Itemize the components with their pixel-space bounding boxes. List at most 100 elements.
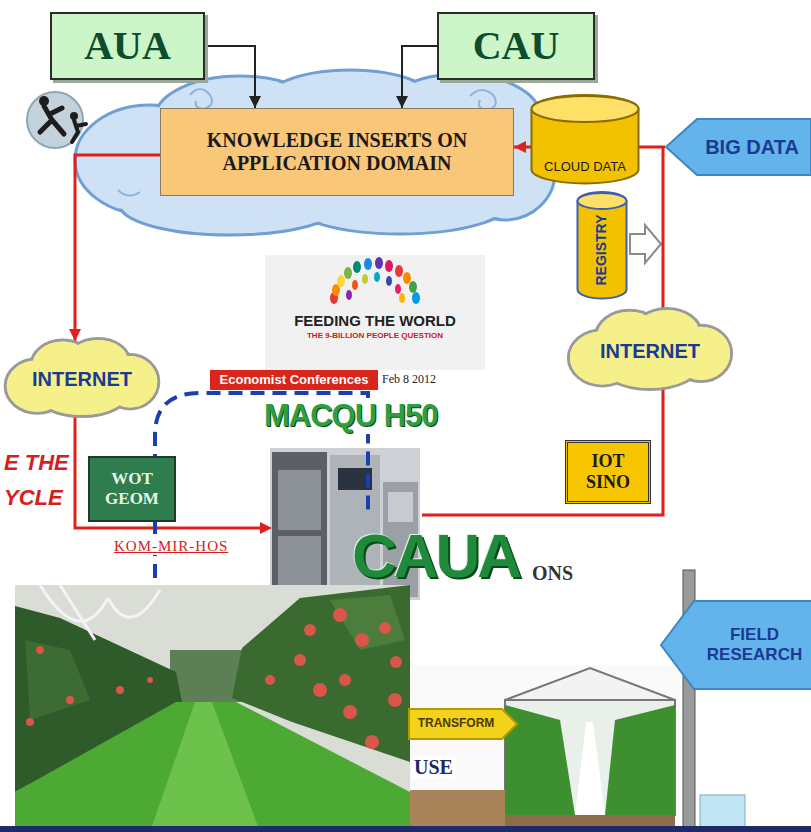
- arrow-outline: [409, 709, 517, 739]
- machine-photo: [388, 492, 413, 522]
- orchard-photo: [15, 585, 410, 832]
- feeding-the-world-logo: [364, 258, 372, 270]
- arrowhead: [69, 329, 81, 341]
- logo-title: FEEDING THE WORLD: [270, 312, 480, 329]
- orchard-photo: [313, 683, 327, 697]
- org-box: AUA: [50, 12, 205, 80]
- feeding-the-world-logo: [395, 265, 403, 277]
- registry-arrow: [630, 225, 661, 263]
- link-label: KOM-MIR-HOS: [112, 538, 230, 555]
- registry-arrow: [630, 225, 661, 263]
- orchard-photo: [294, 654, 306, 666]
- greenhouse-photo: [505, 668, 675, 700]
- feeding-the-world-logo: [395, 284, 401, 294]
- feeding-the-world-logo: [412, 292, 420, 304]
- knowledge-cloud: [75, 70, 555, 235]
- knowledge-cloud: [77, 72, 553, 233]
- orchard-photo: [116, 686, 124, 694]
- orchard-photo: [15, 585, 410, 832]
- knowledge-cloud: [190, 89, 212, 109]
- conference-banner: Economist Conferences: [210, 370, 378, 390]
- node-text: REGISTRY: [594, 214, 610, 285]
- cylinder-body: [532, 95, 639, 183]
- database-cylinder: CLOUD DATA: [530, 95, 640, 185]
- input-arrow: BIG DATA: [665, 118, 811, 176]
- cylinder-body: [578, 192, 627, 299]
- feeding-the-world-logo: [265, 255, 485, 370]
- knowledge-cloud: [75, 70, 555, 235]
- greenhouse-photo: [575, 722, 605, 815]
- arrowhead: [249, 96, 261, 108]
- greenhouse-photo: [410, 790, 505, 832]
- feeding-the-world-logo: [346, 290, 352, 300]
- date-note: Feb 8 2012: [380, 372, 438, 387]
- brand-fragment: ONS: [530, 562, 575, 585]
- greenhouse-photo: [410, 665, 680, 832]
- arrowhead: [396, 96, 408, 108]
- node-text: TRANSFORM: [418, 717, 495, 731]
- orchard-photo: [26, 718, 34, 726]
- connector-line: [205, 46, 255, 108]
- orchard-photo: [36, 646, 44, 654]
- orchard-photo: [304, 624, 316, 636]
- node-text: Economist Conferences: [220, 373, 369, 388]
- arrow-outline: [666, 119, 811, 175]
- transform-arrow: TRANSFORM: [408, 708, 518, 740]
- feeding-the-world-logo: [337, 275, 345, 287]
- tag-box: WOT GEOM: [88, 456, 176, 522]
- orchard-photo: [343, 705, 357, 719]
- tag-box: IOT SINO: [565, 440, 651, 504]
- orchard-photo: [66, 696, 74, 704]
- orchard-photo: [339, 674, 351, 686]
- knowledge-cloud: [470, 90, 496, 110]
- orchard-photo: [25, 640, 90, 720]
- process-box: KNOWLEDGE INSERTS ON APPLICATION DOMAIN: [160, 108, 514, 196]
- knowledge-cloud: [118, 190, 140, 196]
- globe-runner-icon: [27, 92, 86, 148]
- node-text: IOT SINO: [572, 451, 644, 492]
- orchard-photo: [147, 677, 153, 683]
- node-text: FIELD RESEARCH: [696, 625, 811, 664]
- node-text: CLOUD DATA: [544, 160, 626, 175]
- orchard-photo: [390, 656, 402, 668]
- orchard-photo: [150, 702, 260, 832]
- orchard-photo: [330, 595, 405, 650]
- connector: [396, 46, 437, 108]
- brand-name: CAUA: [352, 520, 519, 591]
- node-text: INTERNET: [32, 368, 132, 391]
- product-name: MACQU H50: [262, 398, 440, 434]
- feeding-the-world-logo: [330, 257, 420, 304]
- orchard-photo: [355, 633, 369, 647]
- arrowhead: [514, 141, 526, 153]
- orchard-photo: [40, 585, 160, 640]
- cloud-fill: [592, 328, 708, 370]
- feeding-the-world-logo: [409, 281, 417, 293]
- org-box: CAU: [437, 12, 595, 80]
- feeding-the-world-logo: [385, 260, 393, 272]
- greenhouse-photo: [505, 700, 675, 815]
- globe-runner-icon: [40, 106, 64, 134]
- machine-photo: [278, 470, 321, 530]
- connector-line: [75, 155, 160, 341]
- bottom-rule: [0, 826, 811, 832]
- cylinder-top: [532, 96, 639, 122]
- machine-photo: [278, 536, 321, 592]
- orchard-photo: [333, 608, 347, 622]
- node-text: CAU: [473, 23, 560, 69]
- node-text: BIG DATA: [705, 136, 799, 159]
- orchard-photo: [388, 693, 402, 707]
- logo-subtitle: THE 9-BILLION PEOPLE QUESTION: [270, 331, 480, 340]
- feeding-the-world-logo: [375, 257, 383, 269]
- machine-photo: [272, 452, 327, 598]
- cloud-fill: [28, 357, 137, 398]
- greenhouse-photo: [410, 665, 680, 832]
- node-text: AUA: [84, 23, 171, 69]
- registry-cylinder: REGISTRY: [576, 192, 628, 300]
- connector-line: [402, 46, 437, 108]
- feeding-the-world-logo: [265, 255, 485, 370]
- feeding-the-world-logo: [403, 272, 411, 284]
- feeding-the-world-logo: [399, 293, 405, 303]
- cycle-fragment: E THE: [4, 450, 69, 476]
- cylinder-top: [578, 193, 627, 209]
